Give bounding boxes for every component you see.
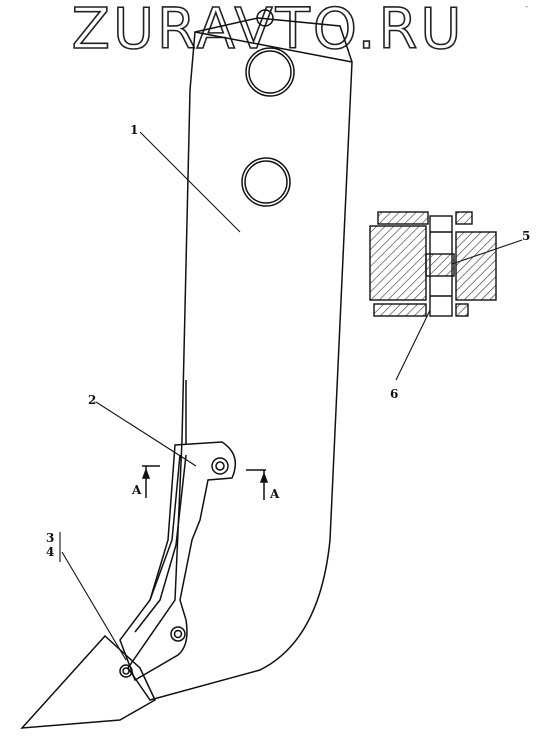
leader-6: [395, 301, 435, 381]
plate-bolt-top-inner: [215, 461, 225, 471]
section-label-left: A: [132, 483, 142, 497]
corner-mark: -: [525, 2, 528, 11]
section-body-left: [369, 225, 427, 301]
callout-2: 2: [88, 393, 97, 407]
plate-bolt-top: [211, 457, 229, 475]
tooth-tip: [20, 634, 156, 729]
section-top-flange-left: [377, 211, 429, 225]
callout-4: 4: [46, 545, 55, 559]
section-detail: [369, 211, 497, 317]
tooth-bolt-inner: [122, 667, 130, 675]
section-marker-left: [141, 465, 160, 498]
leader-2: [95, 401, 197, 467]
section-body-right: [455, 231, 497, 301]
wear-plate-edge: [134, 454, 187, 633]
top-pin-hole: [256, 9, 274, 27]
wear-plate-inner: [149, 454, 181, 601]
callout-5: 5: [522, 229, 531, 243]
wear-plate: [119, 441, 237, 682]
section-bottom-flange-right: [455, 303, 469, 317]
section-pin-lock: [425, 253, 455, 277]
section-bottom-flange-left: [373, 303, 427, 317]
section-top-flange-right: [455, 211, 473, 225]
upper-hole-1: [245, 47, 295, 97]
section-marker-right: [246, 469, 269, 500]
shank-top-edge: [194, 31, 353, 63]
leader-1: [139, 131, 241, 233]
callout-1: 1: [130, 123, 139, 137]
shank-body: [127, 17, 353, 701]
plate-bolt-bottom: [170, 626, 186, 642]
tooth-bolt: [119, 664, 133, 678]
upper-hole-2: [241, 157, 291, 207]
plate-bolt-bottom-inner: [173, 629, 183, 639]
upper-hole-1-inner: [248, 50, 292, 94]
leader-tooth: [61, 551, 127, 661]
upper-hole-2-inner: [244, 160, 288, 204]
callout-3: 3: [46, 531, 55, 545]
section-label-right: A: [270, 487, 280, 501]
callout-6: 6: [390, 387, 399, 401]
